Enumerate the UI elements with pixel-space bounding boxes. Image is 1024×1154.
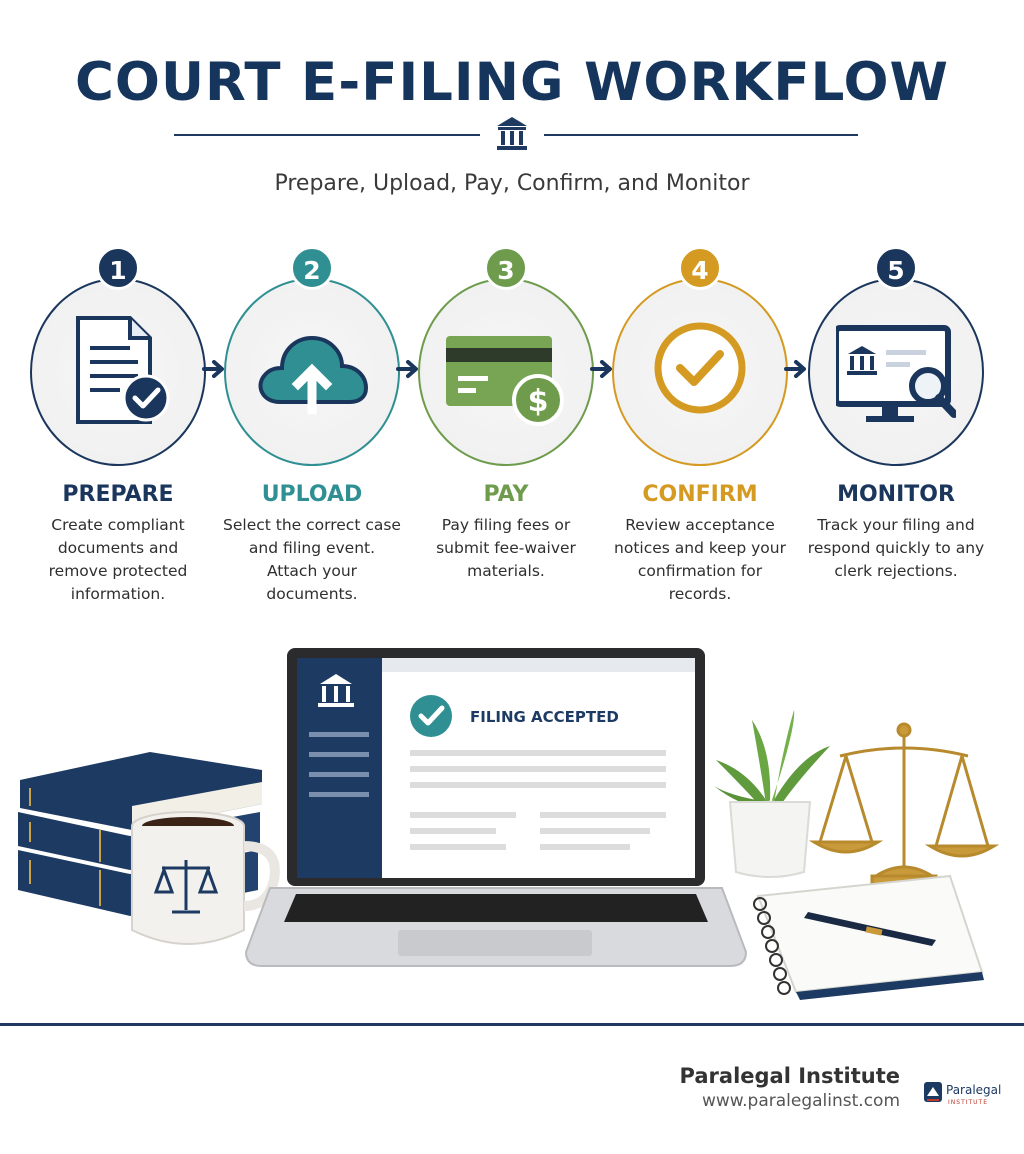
arrow-right-icon <box>396 360 418 378</box>
arrow-right-icon <box>784 360 806 378</box>
step-prepare: 1 PREPARE Create compliant documents and… <box>18 244 218 624</box>
step-number-badge: 2 <box>290 246 334 290</box>
laptop-icon <box>244 648 748 967</box>
step-number-badge: 5 <box>874 246 918 290</box>
footer-website-url[interactable]: www.paralegalinst.com <box>701 1091 900 1111</box>
step-description: Review acceptance notices and keep your … <box>614 516 786 603</box>
paralegal-institute-logo: Paralegal INSTITUTE <box>924 1082 1001 1106</box>
svg-text:$: $ <box>528 384 549 419</box>
page-title: COURT E-FILING WORKFLOW <box>75 52 949 113</box>
scales-of-justice-icon <box>808 722 1000 888</box>
step-upload: 2 UPLOAD Select the correct case and fil… <box>212 244 412 624</box>
svg-text:Paralegal: Paralegal <box>946 1083 1001 1097</box>
arrow-right-icon <box>590 360 612 378</box>
title-divider-left <box>174 134 480 136</box>
arrow-right-icon <box>202 360 224 378</box>
step-number-badge: 4 <box>678 246 722 290</box>
title-divider-right <box>544 134 858 136</box>
step-description: Select the correct case and filing event… <box>223 516 401 603</box>
desk-scene-illustration: FILING ACCEPTED <box>18 648 1000 1000</box>
filing-status-text: FILING ACCEPTED <box>470 708 619 726</box>
footer-divider <box>0 1023 1024 1026</box>
step-title: PREPARE <box>62 482 174 507</box>
svg-text:INSTITUTE: INSTITUTE <box>948 1099 988 1106</box>
courthouse-icon <box>497 117 527 150</box>
page-subtitle: Prepare, Upload, Pay, Confirm, and Monit… <box>274 171 750 196</box>
step-title: MONITOR <box>837 482 955 507</box>
footer-organization-name: Paralegal Institute <box>679 1064 900 1088</box>
cloud-upload-icon <box>258 335 369 415</box>
header: COURT E-FILING WORKFLOW Prepare, Upload,… <box>0 0 1024 230</box>
step-description: Pay filing fees or submit fee-waiver mat… <box>436 516 576 580</box>
step-title: CONFIRM <box>642 482 758 507</box>
step-title: UPLOAD <box>261 482 363 507</box>
credit-card-dollar-icon: $ <box>446 336 564 426</box>
step-description: Create compliant documents and remove pr… <box>48 516 188 603</box>
coffee-mug-icon <box>131 811 280 945</box>
potted-plant-icon <box>714 710 830 878</box>
step-title: PAY <box>483 482 529 507</box>
step-monitor: 5 MONITOR Track your filing and respond … <box>796 244 996 624</box>
step-pay: 3 $ PAY Pay filing fees or submit fee-wa… <box>406 244 606 624</box>
monitor-search-icon <box>836 325 956 422</box>
step-description: Track your filing and respond quickly to… <box>807 516 985 580</box>
notebook-pen-icon <box>753 874 984 1000</box>
step-number-badge: 3 <box>484 246 528 290</box>
step-number-badge: 1 <box>96 246 140 290</box>
document-check-icon <box>76 316 170 424</box>
step-confirm: 4 CONFIRM Review acceptance notices and … <box>600 244 800 624</box>
checkmark-circle-icon <box>654 322 746 414</box>
